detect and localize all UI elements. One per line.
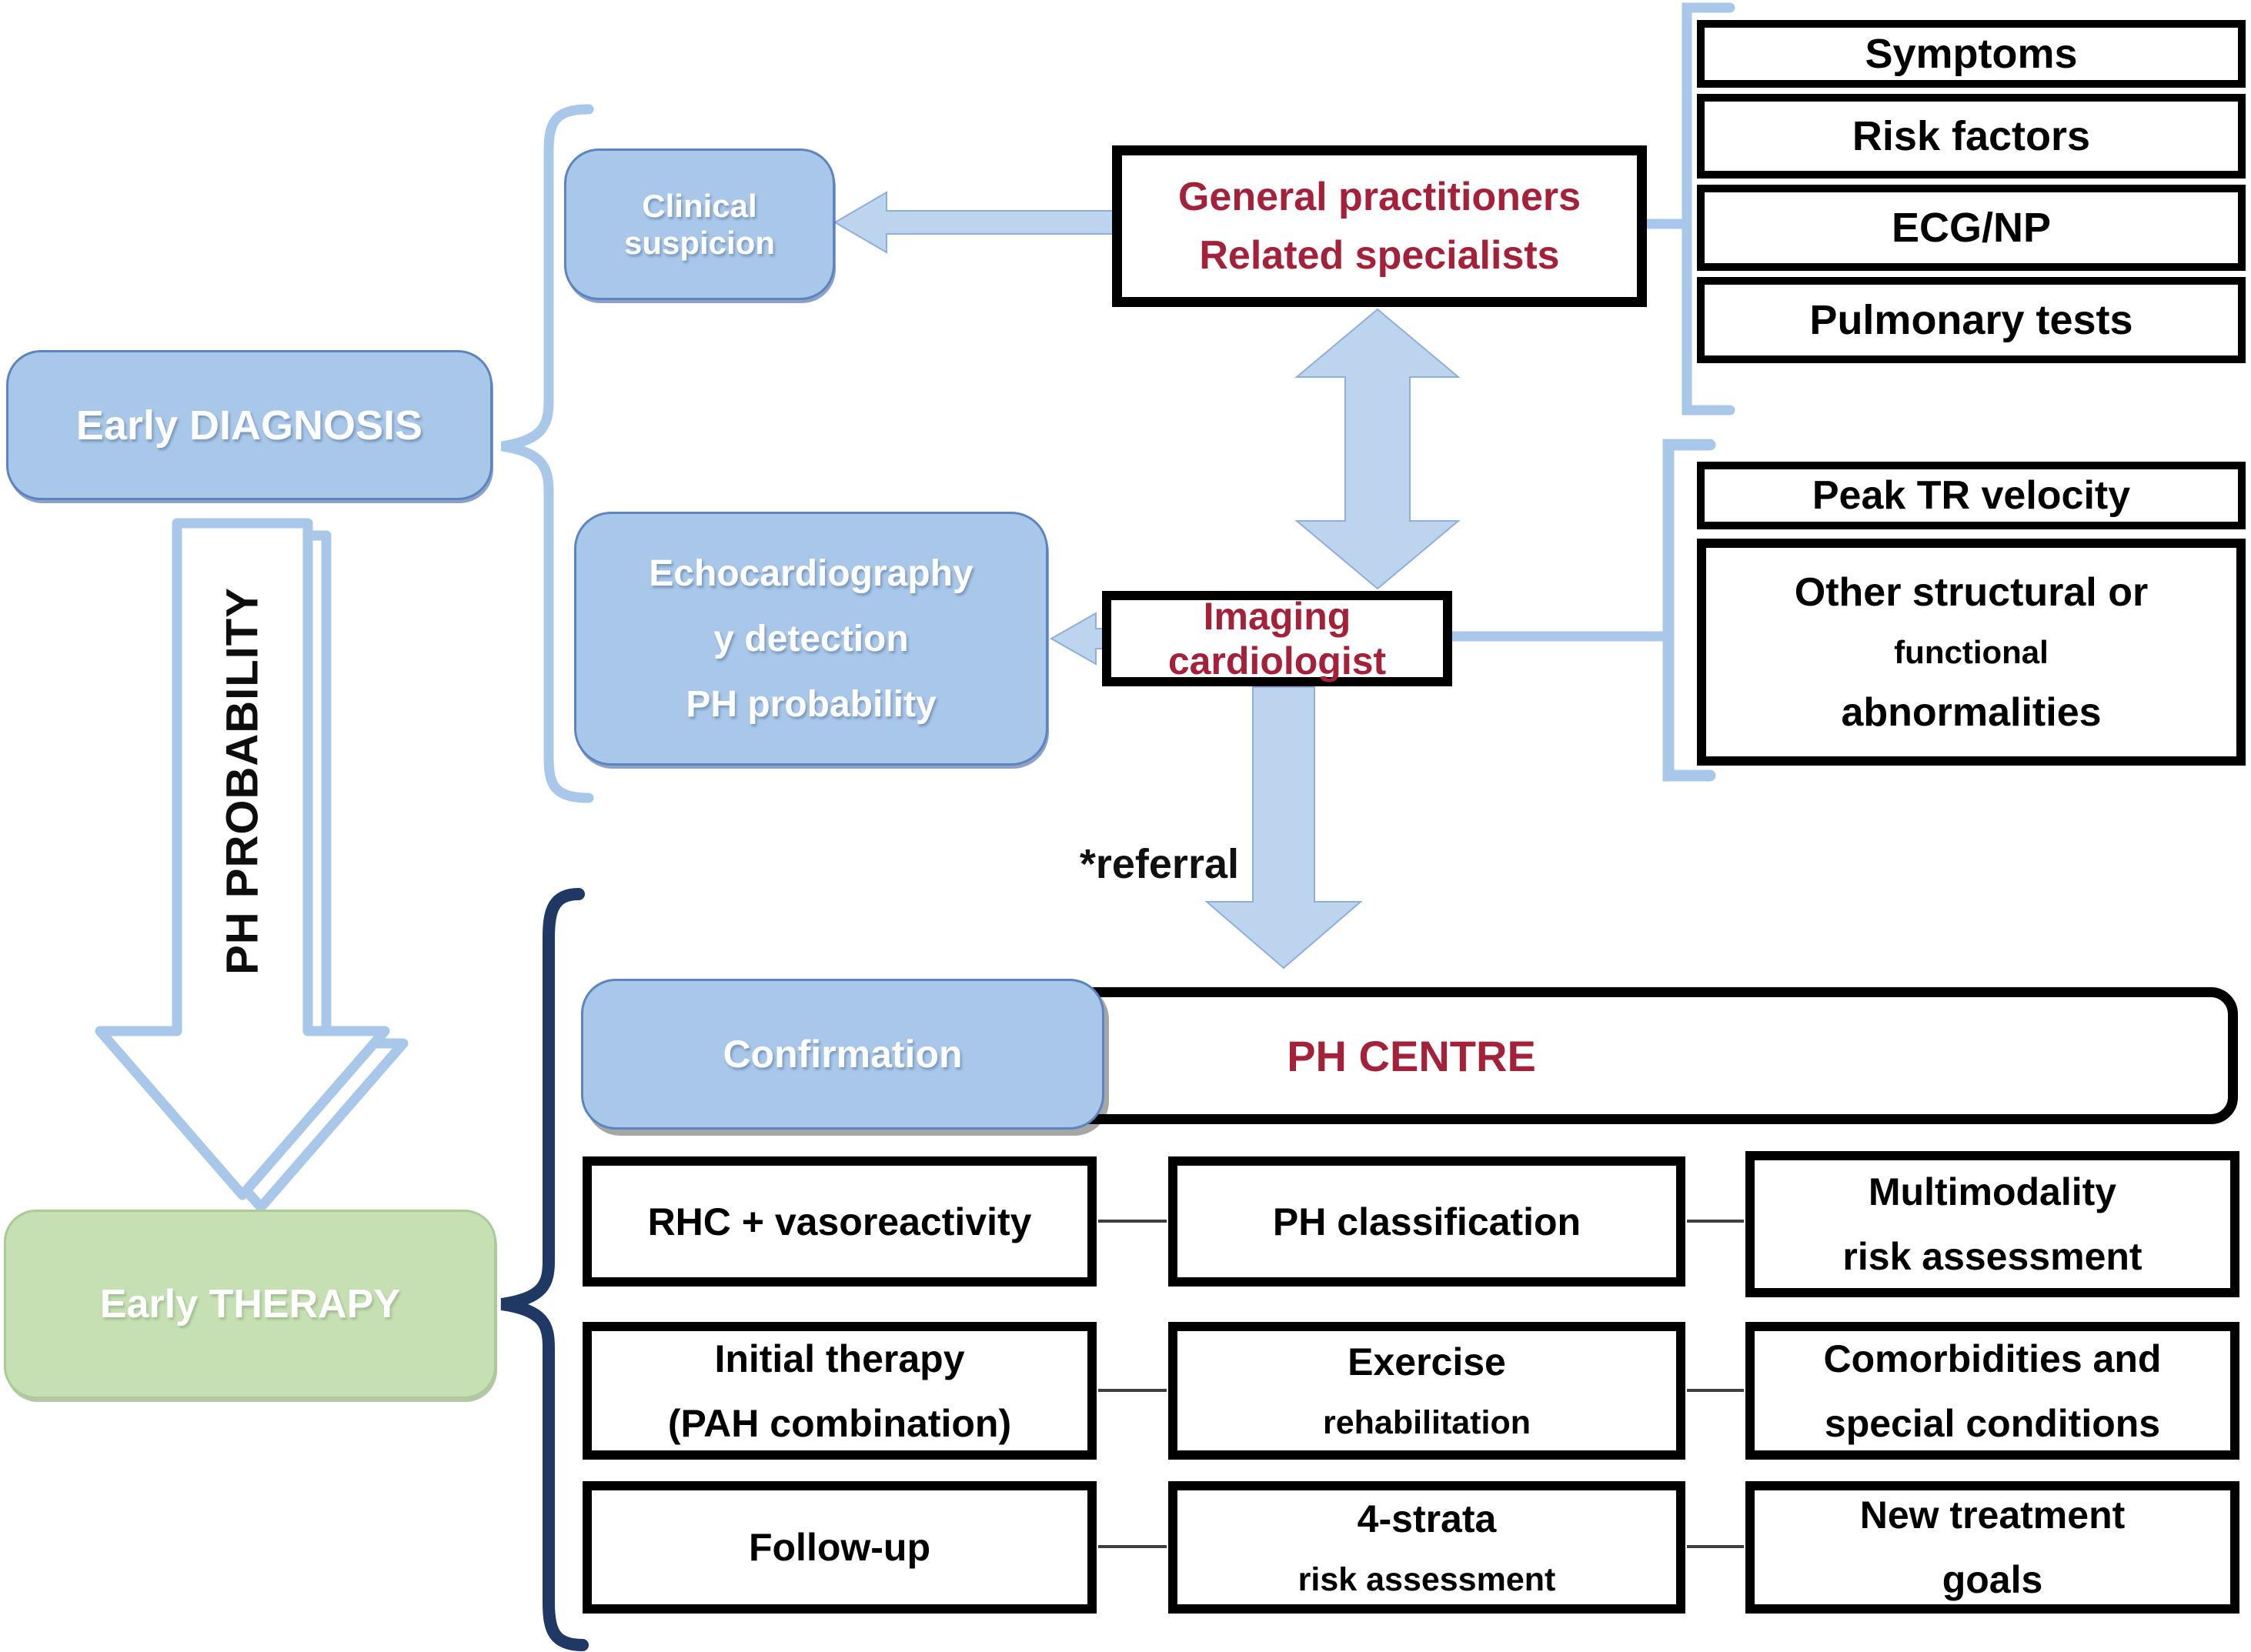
other-structural-line3: abnormalities xyxy=(1841,689,2102,735)
down-arrow-referral-icon xyxy=(1204,686,1363,970)
checklist-box-pulmonary-tests: Pulmonary tests xyxy=(1697,277,2246,363)
checklist-box-risk-factors: Risk factors xyxy=(1697,94,2246,179)
grid-cell-new-treatment-goals: New treatment goals xyxy=(1745,1481,2239,1614)
left-arrow-to-echocardiography-icon xyxy=(1049,612,1106,666)
checklist-box-ecg-np: ECG/NP xyxy=(1697,185,2246,271)
cell-line: rehabilitation xyxy=(1323,1404,1531,1441)
early-diagnosis-label: Early DIAGNOSIS xyxy=(75,402,423,449)
brace-early-diagnosis xyxy=(500,104,594,803)
imaging-cardiologist-label: Imaging cardiologist xyxy=(1167,595,1387,682)
imaging-cardiologist-box: Imaging cardiologist xyxy=(1102,591,1452,686)
checklist-label: Symptoms xyxy=(1865,31,2078,77)
ph-probability-arrow-label: PH PROBABILITY xyxy=(217,587,269,975)
checklist-label: ECG/NP xyxy=(1891,205,2052,251)
checklist-label: Risk factors xyxy=(1852,113,2091,159)
clinical-suspicion-label: Clinical suspicion xyxy=(623,187,776,261)
early-therapy-box: Early THERAPY xyxy=(4,1210,496,1399)
peak-tr-velocity-box: Peak TR velocity xyxy=(1697,462,2246,529)
left-arrow-to-clinical-suspicion-icon xyxy=(833,191,1114,254)
other-structural-line2: functional xyxy=(1894,633,2049,670)
other-structural-box: Other structural or functional abnormali… xyxy=(1697,539,2246,766)
grid-cell-comorbidities: Comorbidities and special conditions xyxy=(1745,1322,2239,1460)
bracket-checklist xyxy=(1682,2,1735,416)
cell-line: Initial therapy xyxy=(714,1337,965,1380)
brace-early-therapy xyxy=(500,888,589,1651)
clinical-suspicion-box: Clinical suspicion xyxy=(564,149,835,300)
early-diagnosis-box: Early DIAGNOSIS xyxy=(6,350,493,500)
confirmation-label: Confirmation xyxy=(723,1033,963,1076)
cell-line: RHC + vasoreactivity xyxy=(647,1200,1032,1243)
checklist-box-symptoms: Symptoms xyxy=(1697,20,2246,88)
grid-cell-follow-up: Follow-up xyxy=(583,1481,1097,1614)
cell-line: goals xyxy=(1942,1558,2043,1601)
ph-probability-text: PH PROBABILITY xyxy=(217,587,268,975)
checklist-label: Pulmonary tests xyxy=(1809,297,2133,343)
echocardiography-box: Echocardiography y detection PH probabil… xyxy=(574,512,1048,766)
ph-probability-arrow-icon xyxy=(95,518,390,1200)
cell-line: Multimodality xyxy=(1868,1170,2117,1213)
echocardiography-line3: PH probability xyxy=(686,683,937,725)
cell-line: risk assessment xyxy=(1842,1235,2142,1278)
general-practitioners-line1: General practitioners xyxy=(1177,175,1581,219)
echocardiography-line1: Echocardiography xyxy=(649,552,974,594)
cell-line: Exercise xyxy=(1348,1340,1506,1383)
grid-cell-ph-classification: PH classification xyxy=(1168,1156,1685,1287)
cell-line: risk assessment xyxy=(1297,1560,1556,1598)
general-practitioners-box: General practitioners Related specialist… xyxy=(1112,145,1647,307)
echocardiography-line2: y detection xyxy=(713,618,909,659)
cell-line: Comorbidities and xyxy=(1823,1337,2162,1380)
early-therapy-label: Early THERAPY xyxy=(99,1282,401,1327)
cell-line: PH classification xyxy=(1272,1200,1581,1243)
peak-tr-velocity-label: Peak TR velocity xyxy=(1812,473,2131,518)
bracket-echo-findings xyxy=(1662,439,1716,782)
grid-cell-4-strata-risk-assessment: 4-strata risk assessment xyxy=(1168,1481,1685,1614)
other-structural-line1: Other structural or xyxy=(1794,569,2149,615)
cell-line: New treatment xyxy=(1859,1493,2126,1537)
ph-centre-label: PH CENTRE xyxy=(1287,1031,1536,1080)
referral-text: *referral xyxy=(1079,841,1239,887)
cell-line: Follow-up xyxy=(748,1526,931,1569)
grid-cell-initial-therapy: Initial therapy (PAH combination) xyxy=(583,1322,1097,1460)
grid-cell-exercise-rehabilitation: Exercise rehabilitation xyxy=(1168,1322,1685,1460)
grid-cell-multimodality-risk-assessment: Multimodality risk assessment xyxy=(1745,1151,2239,1297)
referral-label: *referral xyxy=(970,837,1239,891)
general-practitioners-line2: Related specialists xyxy=(1199,233,1560,278)
grid-cell-rhc-vasoreactivity: RHC + vasoreactivity xyxy=(583,1156,1097,1287)
cell-line: 4-strata xyxy=(1357,1497,1497,1540)
double-arrow-icon xyxy=(1294,308,1461,590)
cell-line: special conditions xyxy=(1824,1401,2161,1445)
cell-line: (PAH combination) xyxy=(667,1401,1012,1445)
confirmation-box: Confirmation xyxy=(581,979,1104,1130)
